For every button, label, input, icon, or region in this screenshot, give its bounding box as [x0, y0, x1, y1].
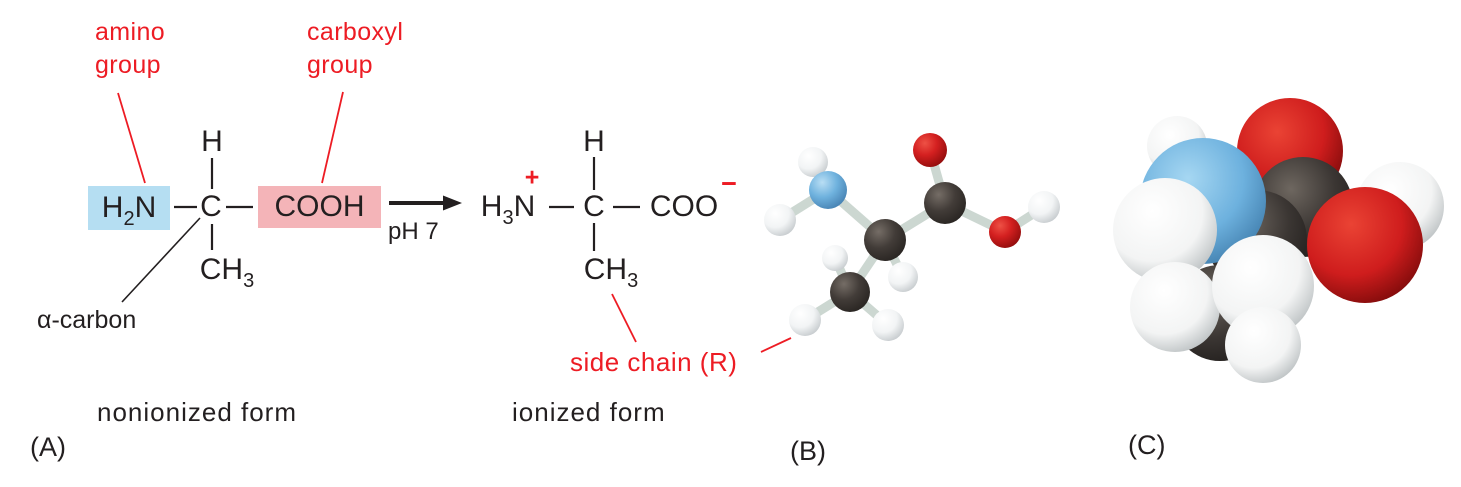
- panel-b-label: (B): [790, 436, 826, 466]
- panelA-structure-bonds: [174, 157, 640, 251]
- reaction-arrow-head: [443, 195, 462, 211]
- amino-h-subscript: 2: [123, 208, 135, 230]
- amino-n-ionized: N: [513, 190, 536, 223]
- h-top-ionized: H: [583, 125, 605, 158]
- h-atom: [888, 262, 918, 292]
- amino-group-formula: H2N: [101, 191, 157, 230]
- amino-group-label: amino group: [95, 16, 165, 82]
- amino-h-subscript-ionized: 3: [502, 207, 514, 229]
- h-atom: [764, 204, 796, 236]
- methyl-group-nonionized: CH3: [199, 253, 254, 292]
- methyl-ch-ionized: CH: [583, 253, 628, 286]
- alpha-carbon-ionized: C: [583, 190, 605, 223]
- side-chain-label: side chain (R): [570, 347, 738, 377]
- carboxylate-group-ionized: COO: [649, 190, 719, 223]
- c-atom: [830, 272, 870, 312]
- ball-and-stick-model: [764, 133, 1060, 341]
- methyl-ch: CH: [199, 253, 244, 286]
- alpha-carbon-pointer-line: [121, 217, 201, 303]
- c-atom: [924, 182, 966, 224]
- amino-pointer-line: [117, 92, 146, 184]
- h-atom: [1028, 191, 1060, 223]
- amino-n: N: [134, 191, 157, 224]
- carboxyl-group-formula: COOH: [274, 190, 365, 223]
- h-atom: [1113, 178, 1217, 282]
- ionized-caption: ionized form: [512, 397, 666, 427]
- amino-h: H: [101, 191, 124, 224]
- amino-group-highlight: H2N: [88, 186, 170, 230]
- side-chain-pointer-line: [611, 293, 637, 343]
- positive-charge: +: [524, 163, 540, 192]
- alpha-carbon-nonionized: C: [200, 190, 222, 223]
- h-atom: [872, 309, 904, 341]
- h-atom: [1212, 235, 1314, 337]
- negative-charge: −: [721, 168, 737, 199]
- reaction-arrow: [389, 195, 462, 211]
- panelA-pointer-lines: [117, 91, 792, 353]
- amino-group-ionized: H3N: [480, 190, 536, 229]
- methyl-group-ionized: CH3: [583, 253, 638, 292]
- panel-a-label: (A): [30, 432, 66, 462]
- carboxyl-pointer-line: [321, 91, 344, 184]
- carboxyl-group-highlight: COOH: [258, 186, 381, 228]
- h-atom: [798, 147, 828, 177]
- panel-c-label: (C): [1128, 430, 1166, 460]
- n-atom: [809, 171, 847, 209]
- amino-group-label-line1: amino: [95, 18, 166, 46]
- carboxyl-group-label-line2: group: [307, 51, 373, 79]
- o-atom: [913, 133, 947, 167]
- carboxyl-group-label-line1: carboxyl: [307, 18, 404, 46]
- amino-h-ionized: H: [480, 190, 503, 223]
- h-atom: [1130, 262, 1220, 352]
- methyl-subscript-ionized: 3: [627, 270, 639, 292]
- space-filling-model: [1113, 98, 1444, 383]
- methyl-subscript: 3: [243, 270, 255, 292]
- c-atom: [864, 219, 906, 261]
- amino-group-label-line2: group: [95, 51, 161, 79]
- side-chain-to-model-line: [760, 337, 792, 353]
- h-top-nonionized: H: [201, 125, 223, 158]
- h-atom: [822, 245, 848, 271]
- o-atom: [989, 216, 1021, 248]
- h-atom: [1225, 307, 1301, 383]
- o-atom: [1307, 187, 1423, 303]
- alpha-carbon-label: α-carbon: [37, 306, 137, 334]
- h-atom: [789, 304, 821, 336]
- nonionized-caption: nonionized form: [97, 397, 297, 427]
- ph-label: pH 7: [388, 218, 439, 245]
- carboxyl-group-label: carboxyl group: [307, 16, 403, 82]
